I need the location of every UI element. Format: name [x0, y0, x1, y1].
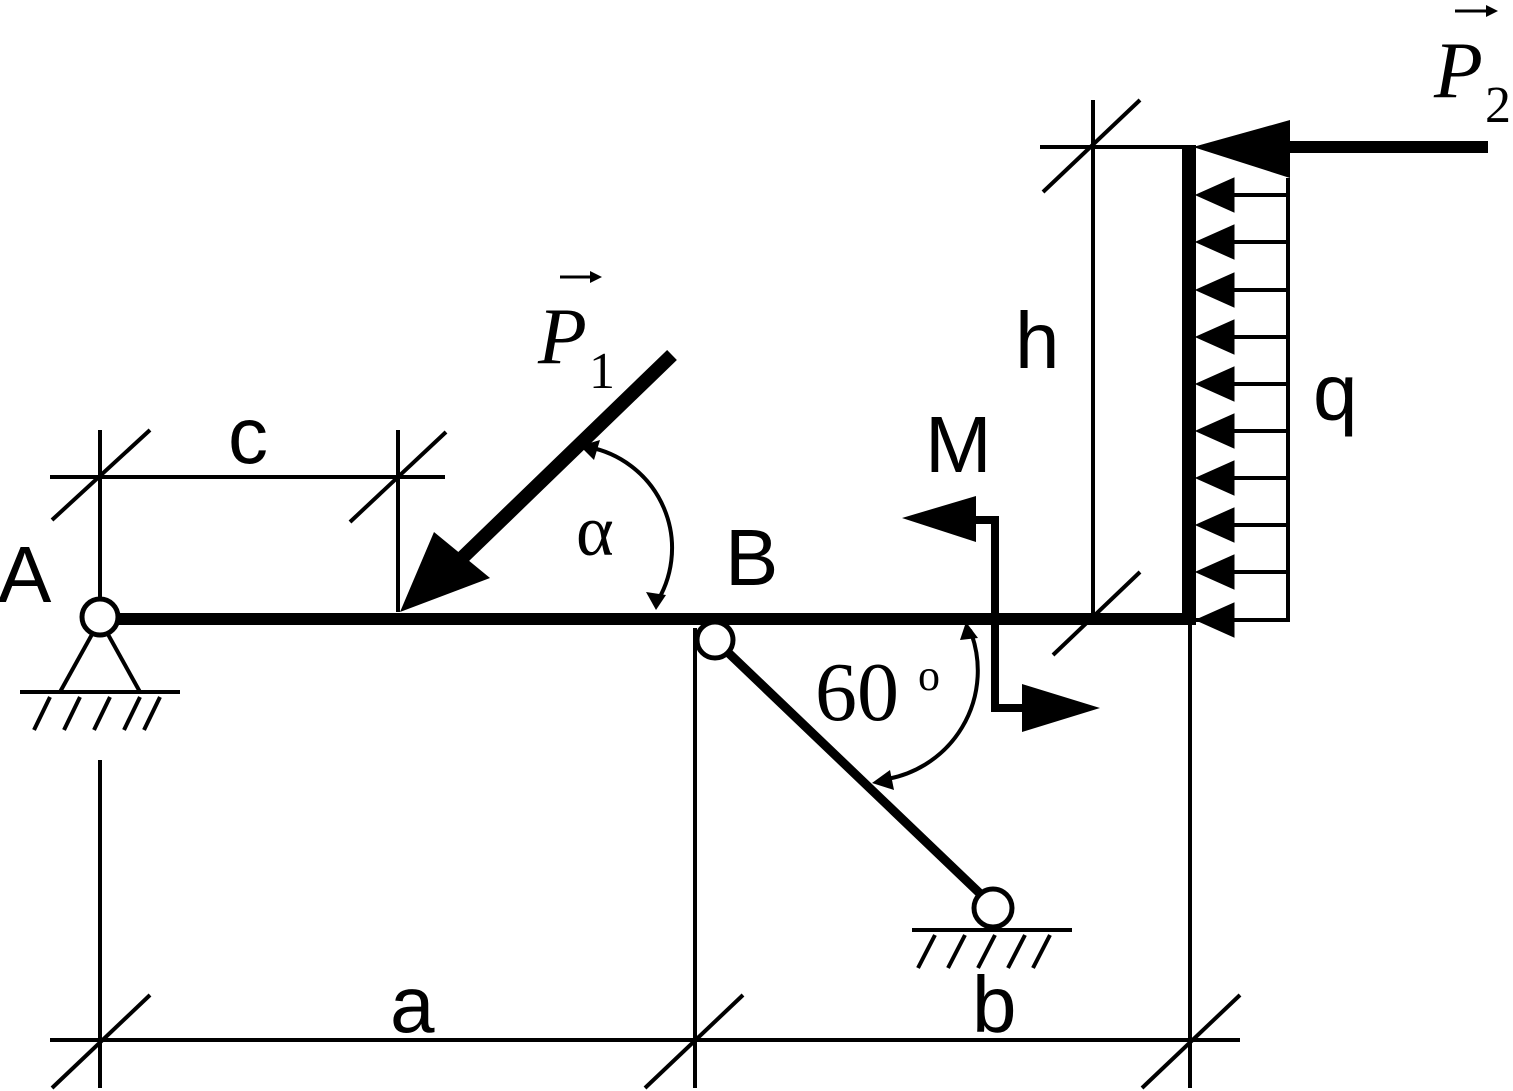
angle-60-arrowhead-top [960, 622, 978, 640]
moment-m [902, 496, 1100, 732]
load-arrowhead [1194, 272, 1235, 308]
label-b: B [725, 513, 778, 602]
label-p2: P 2 [1433, 5, 1511, 134]
load-arrowhead [1194, 413, 1235, 449]
label-alpha: α [576, 491, 614, 571]
svg-text:P: P [1433, 27, 1483, 115]
support-a [20, 596, 180, 731]
svg-text:1: 1 [589, 343, 615, 400]
angle-60-arrowhead-bottom [872, 770, 894, 790]
load-arrowhead [1194, 224, 1235, 260]
dim-c-tick-left [50, 428, 152, 522]
label-60: 60 [815, 646, 899, 739]
hinge-b [694, 619, 736, 661]
distributed-load-q [1194, 177, 1290, 638]
dim-b-tick-right [1140, 993, 1242, 1090]
dimension-lines [50, 98, 1242, 1090]
moment-arrow-lower [1022, 684, 1100, 732]
beam [100, 145, 1196, 625]
label-m: M [925, 400, 992, 489]
label-a: A [0, 530, 52, 619]
angle-60-arc [879, 629, 980, 782]
load-arrowhead [1194, 554, 1235, 590]
rod-support-b [694, 619, 1072, 969]
alpha-arrowhead-top [580, 440, 600, 460]
label-60-degree: o [918, 651, 940, 700]
load-arrows [1194, 177, 1288, 638]
label-c: c [228, 391, 268, 480]
dim-a-tick-left [50, 993, 152, 1090]
label-a-dim: a [390, 960, 435, 1049]
load-arrowhead [1194, 602, 1235, 638]
rod [711, 636, 997, 910]
force-p1-arrow [400, 349, 677, 612]
label-b-dim: b [972, 960, 1017, 1049]
load-arrowhead [1194, 366, 1235, 402]
label-q: q [1313, 348, 1358, 437]
dim-a-tick-mid [643, 993, 745, 1090]
force-p2-arrow [1193, 120, 1488, 178]
load-arrowhead [1194, 460, 1235, 496]
hinge-ground [971, 886, 1015, 930]
alpha-arrowhead-bottom [646, 592, 666, 610]
alpha-arc [587, 445, 675, 607]
hinge-a [79, 596, 121, 638]
load-arrowhead [1194, 507, 1235, 543]
dim-c-tick-right [348, 430, 448, 524]
dim-h-tick-top [1041, 98, 1142, 194]
svg-text:P: P [537, 293, 587, 381]
label-p1: P 1 [537, 271, 615, 400]
moment-arrow-upper [902, 496, 976, 542]
label-h: h [1015, 296, 1060, 385]
load-arrowhead [1194, 319, 1235, 355]
load-arrowhead [1194, 177, 1235, 213]
svg-text:2: 2 [1485, 77, 1511, 134]
